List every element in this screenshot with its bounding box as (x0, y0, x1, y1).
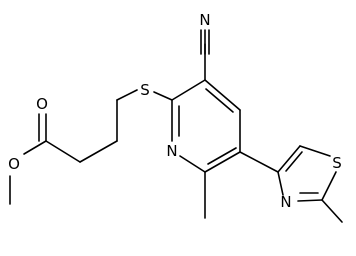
atom-n-thiazole: N (280, 193, 291, 211)
bond-py-thiazole (239, 151, 279, 173)
bond-chain-2 (79, 140, 118, 163)
bonds (9, 29, 343, 223)
atom-s-thioether: S (140, 81, 150, 99)
bond-tz-s-c2 (321, 171, 337, 201)
bond-tz-c4-c5-inner (285, 151, 303, 172)
atom-labels: N S N O O S N (8, 11, 342, 211)
bond-py-n1-c6 (179, 155, 206, 173)
bond-py-c6-c5 (204, 151, 241, 173)
bond-py-c4-c3-inner (205, 88, 234, 113)
bond-chain-3 (45, 140, 81, 163)
atom-o-ester: O (8, 155, 20, 173)
bond-tz-n3-c4 (277, 171, 284, 196)
bond-ester-c-o (23, 140, 47, 155)
bond-s-ch2 (116, 89, 138, 101)
bond-py-c3-c2 (171, 79, 206, 101)
bond-py-c4-c3 (204, 79, 241, 111)
atom-n-pyridine: N (166, 142, 177, 160)
bond-py-c6-c5-inner (207, 147, 237, 165)
bond-tz-methyl (321, 199, 343, 223)
atom-n-nitrile: N (199, 11, 210, 29)
bond-tz-c2-n3 (297, 199, 323, 202)
atom-o-carbonyl: O (36, 95, 48, 113)
bond-tz-c4-c5 (277, 145, 301, 173)
bond-tz-c5-s (299, 145, 331, 157)
bond-c2-s (153, 91, 173, 101)
atom-s-thiazole: S (332, 154, 342, 172)
